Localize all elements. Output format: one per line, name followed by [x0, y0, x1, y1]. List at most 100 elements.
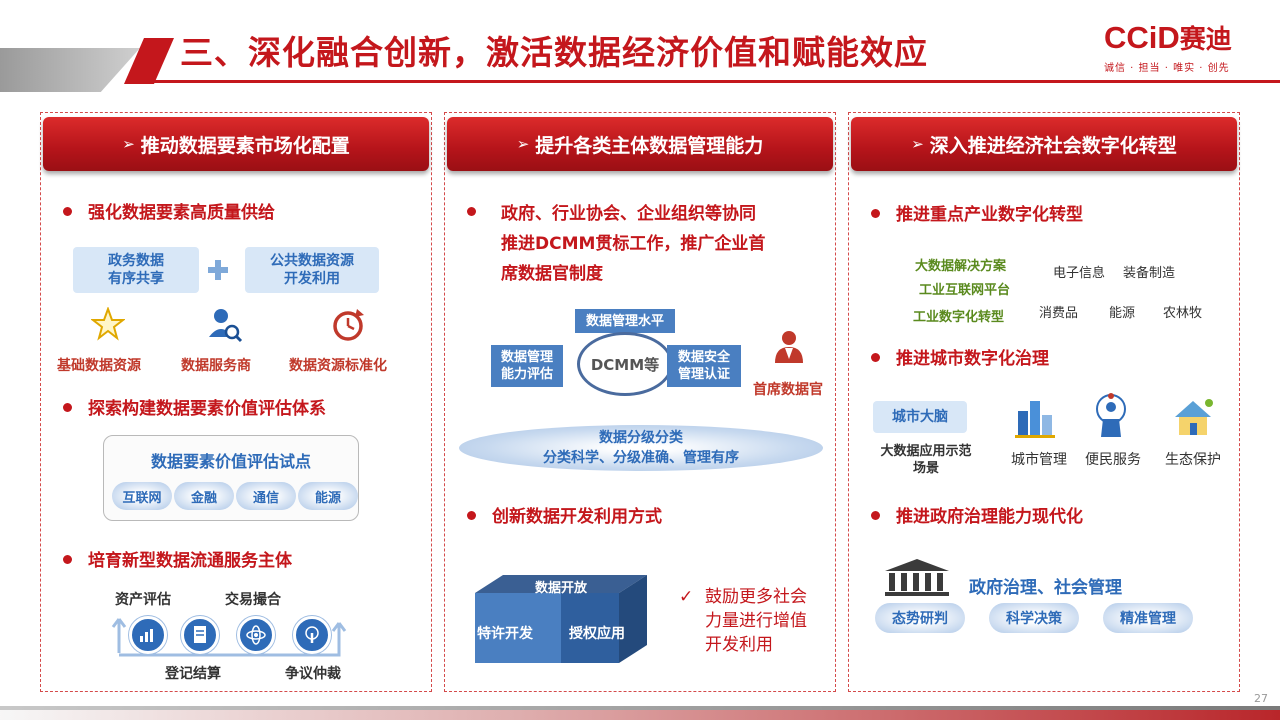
bullet-text: 探索构建数据要素价值评估体系: [88, 399, 326, 419]
column-header-label: 提升各类主体数据管理能力: [535, 134, 764, 157]
bullet-industry: 推进重点产业数字化转型: [871, 201, 1083, 229]
industry-equipment: 装备制造: [1123, 266, 1176, 281]
bullet-evaluation: 探索构建数据要素价值评估体系: [63, 395, 326, 423]
label-basic-data: 基础数据资源: [57, 358, 141, 374]
pill-public-data: 公共数据资源开发利用: [245, 247, 379, 293]
cube-license-dev: 特许开发: [477, 626, 533, 642]
checkmark-icon: ✓: [679, 587, 694, 607]
column-header: ➢ 推动数据要素市场化配置: [43, 117, 429, 171]
header-grey-bar: [0, 48, 140, 92]
pill-city-brain: 城市大脑: [873, 401, 967, 433]
bullet-dot-icon: [63, 206, 72, 216]
bullet-dot-icon: [63, 402, 72, 412]
band-subtitle: 分类科学、分级准确、管理有序: [543, 450, 739, 466]
label-eco-protection: 生态保护: [1165, 452, 1221, 468]
bullet-dot-icon: [467, 510, 476, 520]
bullet-innovation: 创新数据开发利用方式: [467, 503, 662, 531]
flow-atom-icon: [237, 616, 275, 654]
box-line: 数据管理: [500, 350, 553, 365]
label-data-service: 数据服务商: [181, 358, 251, 374]
star-icon: [90, 306, 126, 345]
box-security-cert: 数据安全管理认证: [667, 345, 741, 387]
eco-house-icon: [1171, 395, 1215, 443]
arrow-icon: ➢: [911, 135, 924, 153]
demo-line: 场景: [912, 461, 939, 476]
bullet-dot-icon: [871, 510, 880, 520]
service-person-icon: [1089, 393, 1133, 443]
evaluation-pilot-box: 数据要素价值评估试点 互联网 金融 通信 能源: [103, 435, 359, 521]
box-line: 能力评估: [500, 367, 553, 382]
footer-red-bar: [0, 710, 1280, 720]
logo-slogan: 诚信 · 担当 · 唯实 · 创先: [1104, 63, 1230, 74]
bullet-government: 推进政府治理能力现代化: [871, 503, 1083, 531]
arrow-icon: ➢: [516, 135, 530, 153]
dcmm-paragraph: 政府、行业协会、企业组织等协同 推进DCMM贯标工作，推广企业首 席数据官制度: [501, 199, 821, 289]
chip-internet: 互联网: [112, 482, 172, 510]
chip-scientific-decision: 科学决策: [989, 603, 1079, 633]
chip-energy: 能源: [298, 482, 358, 510]
band-title: 数据分级分类: [599, 430, 683, 446]
label-industrial-digital: 工业数字化转型: [913, 310, 1005, 325]
bullet-dot-icon: [871, 352, 880, 362]
demo-line: 大数据应用示范: [880, 444, 972, 459]
label-chief-data-officer: 首席数据官: [753, 382, 823, 398]
box-capability-eval: 数据管理能力评估: [491, 345, 563, 387]
paragraph-line: 席数据官制度: [501, 264, 603, 284]
header-red-accent: [124, 38, 174, 84]
city-buildings-icon: [1015, 395, 1055, 443]
label-bigdata-solution: 大数据解决方案: [915, 259, 1007, 274]
person-search-icon: [207, 307, 243, 347]
pill-line: 政务数据: [108, 253, 164, 269]
pill-line: 有序共享: [108, 271, 164, 287]
paragraph-line: 政府、行业协会、企业组织等协同: [501, 204, 756, 224]
bullet-dot-icon: [63, 554, 72, 564]
label-public-service: 便民服务: [1085, 452, 1141, 468]
encourage-line: 鼓励更多社会: [705, 587, 807, 607]
box-line: 数据安全: [677, 350, 730, 365]
cube-authorized-use: 授权应用: [569, 626, 625, 642]
bullet-text: 创新数据开发利用方式: [492, 507, 662, 527]
label-bigdata-demo: 大数据应用示范 场景: [871, 443, 981, 477]
bullet-text: 强化数据要素高质量供给: [88, 203, 275, 223]
chip-precise-management: 精准管理: [1103, 603, 1193, 633]
page-number: 27: [1254, 692, 1268, 705]
bullet-dot-icon: [467, 206, 476, 216]
label-standardization: 数据资源标准化: [289, 358, 387, 374]
arrow-icon: ➢: [122, 135, 135, 153]
bullet-text: 推进政府治理能力现代化: [896, 507, 1083, 527]
logo-brand-cn: 赛迪: [1179, 25, 1232, 55]
box-management-level: 数据管理水平: [575, 309, 675, 333]
bullet-dot-icon: [871, 208, 880, 218]
column-header: ➢ 提升各类主体数据管理能力: [447, 117, 833, 171]
flow-asset-eval: 资产评估: [115, 592, 171, 608]
industry-agriculture: 农林牧: [1163, 306, 1203, 321]
chip-situation-analysis: 态势研判: [875, 603, 965, 633]
ccid-logo: CCiD赛迪 诚信 · 担当 · 唯实 · 创先: [1104, 22, 1264, 75]
encourage-line: 力量进行增值: [705, 611, 807, 631]
pill-gov-data: 政务数据有序共享: [73, 247, 199, 293]
bullet-text: 推进重点产业数字化转型: [896, 205, 1083, 225]
industry-energy: 能源: [1109, 306, 1136, 321]
column-digital-transformation: ➢深入推进经济社会数字化转型 推进重点产业数字化转型 大数据解决方案 工业互联网…: [848, 112, 1240, 692]
flow-arbitration: 争议仲裁: [285, 666, 341, 682]
bullet-dot-marker: [467, 199, 492, 227]
flow-cycle-arrow: [109, 613, 349, 665]
flow-touch-icon: [293, 616, 331, 654]
government-building-icon: [883, 557, 951, 601]
label-city-mgmt: 城市管理: [1011, 452, 1067, 468]
bullet-supply: 强化数据要素高质量供给: [63, 199, 275, 227]
chief-officer-icon: [771, 329, 807, 369]
header-underline: [150, 80, 1280, 83]
clock-refresh-icon: [330, 307, 366, 347]
bullet-city: 推进城市数字化治理: [871, 345, 1049, 373]
column-header-label: 深入推进经济社会数字化转型: [929, 134, 1177, 157]
dcmm-center: DCMM等: [577, 332, 673, 396]
encourage-line: 开发利用: [705, 635, 773, 655]
column-header-label: 推动数据要素市场化配置: [140, 134, 350, 157]
plus-icon: [207, 259, 229, 285]
evaluation-title: 数据要素价值评估试点: [150, 452, 311, 471]
classification-band: [459, 425, 823, 471]
column-market-allocation: ➢ 推动数据要素市场化配置 强化数据要素高质量供给 政务数据有序共享 公共数据资源…: [40, 112, 432, 692]
flow-document-icon: [181, 616, 219, 654]
pill-line: 公共数据资源: [270, 253, 354, 269]
